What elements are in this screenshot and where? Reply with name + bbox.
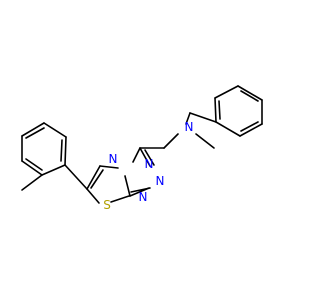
- n-methyl-bond: [195, 133, 215, 149]
- molecule-structure-canvas: N N N N N S: [21, 85, 263, 212]
- benzyl-phenyl-ring: [214, 85, 263, 137]
- atom-n-ring-top: N: [145, 157, 154, 171]
- tolyl-link-bond: [64, 164, 88, 190]
- triazole-ring: [124, 147, 155, 197]
- tolyl-methyl-bond: [21, 174, 43, 191]
- tolyl-ring: [21, 122, 67, 176]
- amine-ch2-bond: [163, 133, 179, 149]
- ch2-amine-bond: [185, 112, 191, 125]
- atom-s-ring: S: [103, 198, 111, 212]
- atom-n-amine: N: [185, 120, 194, 134]
- benzyl-ch2-bond: [189, 112, 217, 123]
- thiadiazole-ring: [86, 165, 130, 204]
- atom-n-ring-fused: N: [109, 152, 118, 166]
- atom-n-ring-right: N: [156, 174, 165, 188]
- atom-n-ring-lower: N: [139, 190, 148, 204]
